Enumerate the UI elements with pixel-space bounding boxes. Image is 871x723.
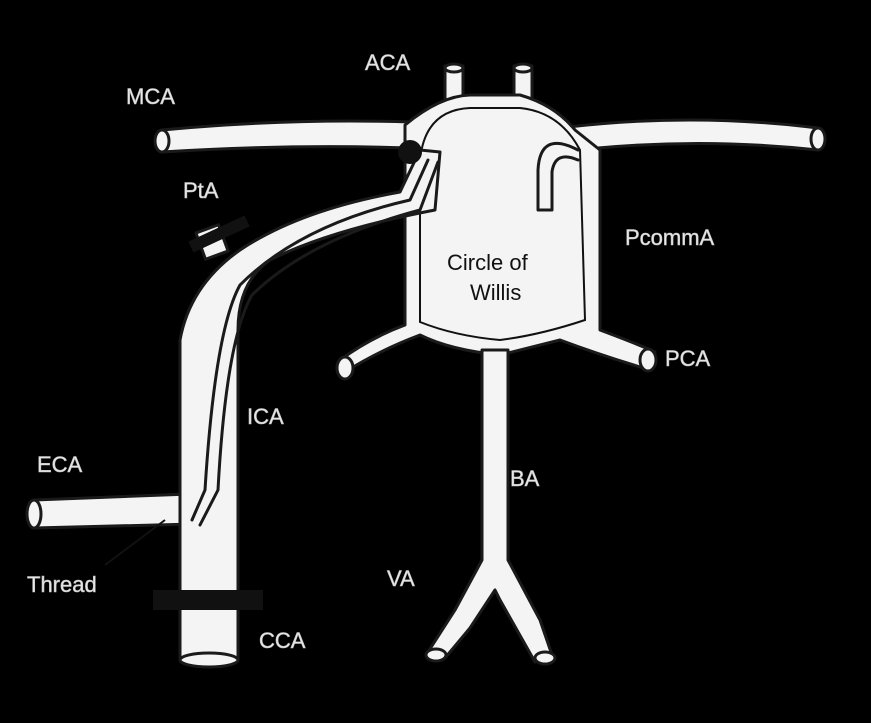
label-pca: PCA	[665, 346, 711, 371]
pta-ligature	[188, 215, 250, 253]
label-circle-line2: Willis	[470, 280, 521, 305]
cca-ligature	[153, 590, 263, 610]
ica-vessel	[178, 148, 442, 662]
right-va-end	[533, 650, 557, 666]
left-pca-end	[335, 355, 355, 381]
label-ba: BA	[510, 466, 540, 491]
inserted-thread-path	[190, 158, 430, 522]
thread-pointer	[104, 519, 166, 566]
label-aca: ACA	[365, 50, 411, 75]
label-cca: CCA	[259, 628, 306, 653]
label-circle-line1: Circle of	[447, 250, 529, 275]
label-va: VA	[387, 566, 415, 591]
left-va-end	[424, 647, 448, 663]
ba-vessel	[426, 348, 554, 664]
eca-vessel	[32, 492, 197, 530]
filament-tip-occlusion	[398, 140, 422, 164]
mca-vessel	[160, 119, 412, 154]
label-pta: PtA	[183, 178, 219, 203]
label-eca: ECA	[37, 452, 83, 477]
label-mca: MCA	[126, 84, 175, 109]
right-branch-end	[809, 126, 827, 152]
label-pcomma: PcommA	[625, 225, 715, 250]
eca-end	[25, 498, 43, 530]
cca-end	[178, 651, 240, 669]
mca-left-end	[153, 128, 171, 154]
label-thread: Thread	[27, 572, 97, 597]
right-pca-end	[638, 347, 658, 373]
label-ica: ICA	[247, 404, 284, 429]
